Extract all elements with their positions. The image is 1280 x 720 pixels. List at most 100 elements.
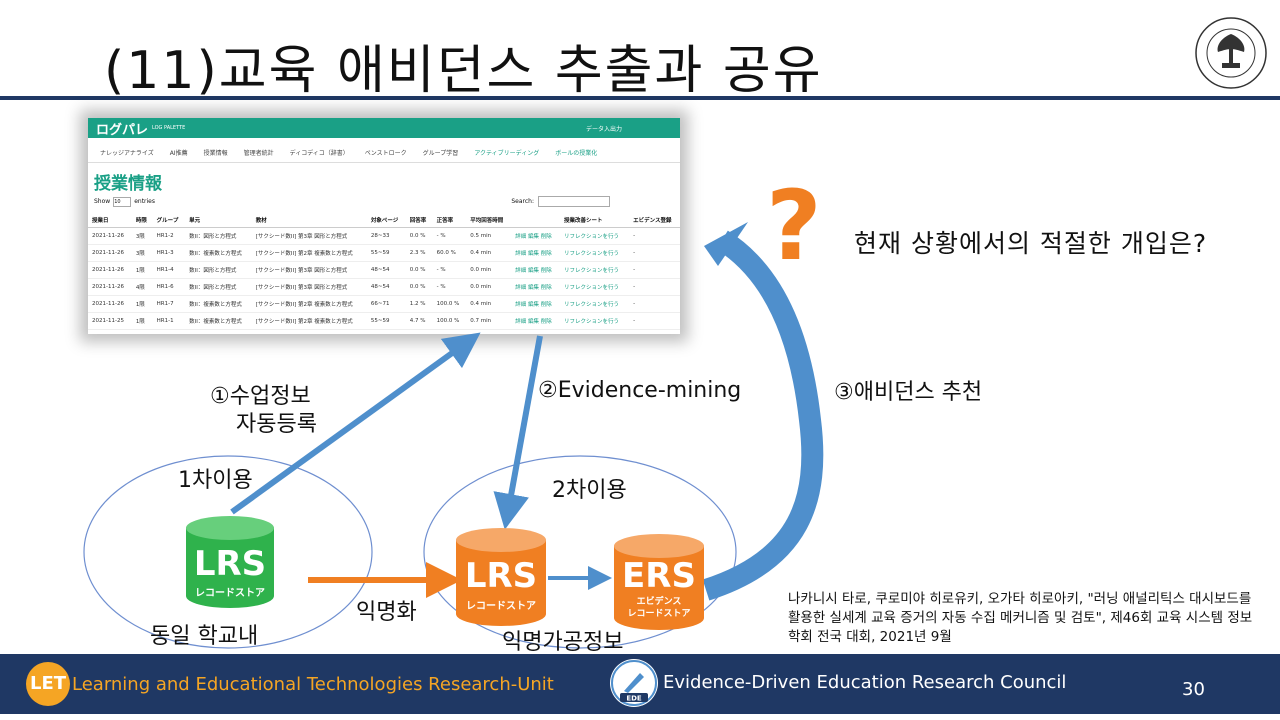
table-cell[interactable]: 詳細 編集 削除 [511,329,561,334]
table-cell[interactable]: リフレクションを行う [560,261,630,279]
logpalette-screenshot: ログパレ LOG PALETTE データ入出力 ナレッジアナライズ AI推薦 授… [88,118,680,334]
entries-select[interactable]: 10 [113,196,132,207]
table-cell: 0.0 min [466,261,512,279]
table-cell: 1限 [131,329,153,334]
tab-item[interactable]: ボールの授業化 [555,150,598,157]
tab-item[interactable]: ペンストローク [364,150,407,157]
app-logo-sub: LOG PALETTE [152,125,186,131]
ers-title: ERS [622,556,696,596]
table-cell: 1限 [131,295,153,313]
table-header-cell[interactable]: 授業改善シート [560,213,630,228]
anon-info-label: 익명가공정보 [502,630,624,655]
table-cell: 48~54 [366,278,406,296]
arrow-evidence-recommend-head [704,222,748,266]
lrs-secondary-sub: レコードストア [466,601,536,612]
table-cell[interactable]: リフレクションを行う [560,329,630,334]
table-header-cell[interactable]: 平均回答時間 [466,213,512,228]
table-header-cell[interactable]: 単元 [185,213,252,228]
table-cell: [サクシード数II] 第3章 図形と方程式 [251,227,367,245]
table-cell[interactable]: リフレクションを行う [560,278,630,296]
table-cell[interactable]: 詳細 編集 削除 [511,227,561,245]
page-number: 30 [1182,679,1205,700]
tab-item[interactable]: ナレッジアナライズ [100,150,154,157]
entries-label: entries [134,198,156,205]
table-header-cell[interactable] [511,213,561,228]
table-cell[interactable]: 詳細 編集 削除 [511,278,561,296]
table-header-cell[interactable]: エビデンス登録 [629,213,680,228]
lesson-table: 授業日時限グループ単元教材対象ページ回答率正答率平均回答時間 授業改善シートエビデ… [88,213,680,334]
table-cell[interactable]: 詳細 編集 削除 [511,295,561,313]
table-cell[interactable]: リフレクションを行う [560,312,630,330]
table-cell: - [629,295,680,313]
data-io-link[interactable]: データ入出力 [585,125,622,133]
table-cell: 数II：複素数と方程式 [185,329,252,334]
step1-label-line2: 자동등록 [236,412,317,437]
table-cell: 66~71 [366,329,406,334]
table-cell: 0.7 min [466,312,512,330]
table-cell: 2021-11-26 [88,227,132,245]
table-cell: 66~71 [366,295,406,313]
table-cell: 4.3 % [405,329,433,334]
table-cell: - % [432,261,467,279]
table-cell: [サクシード数II] 第2章 複素数と方程式 [251,312,367,330]
tab-item[interactable]: アクティブリーディング [474,150,540,157]
arrow-evidence-mining [493,335,543,530]
table-cell: 3限 [131,227,153,245]
table-cell: HR1-7 [152,295,186,313]
search-input[interactable] [538,196,610,207]
let-logo-text: LET [29,673,67,694]
table-header-cell[interactable]: 授業日 [88,213,132,228]
table-cell: 1.2 % [405,295,433,313]
table-cell: 数II：図形と方程式 [185,278,252,296]
table-cell: [サクシード数II] 第2章 複素数と方程式 [251,329,367,334]
table-header-cell[interactable]: グループ [152,213,186,228]
table-cell: - [629,312,680,330]
show-label: Show [94,198,111,205]
table-cell[interactable]: 詳細 編集 削除 [511,244,561,262]
tab-item[interactable]: 授業情報 [203,150,228,157]
table-cell: HR1-3 [152,244,186,262]
table-cell[interactable]: 詳細 編集 削除 [511,312,561,330]
table-cell: [サクシード数II] 第3章 図形と方程式 [251,278,367,296]
table-header-cell[interactable]: 時限 [131,213,153,228]
tab-item[interactable]: グループ学習 [422,150,459,157]
table-header-cell[interactable]: 対象ページ [366,213,406,228]
table-header-cell[interactable]: 教材 [251,213,367,228]
table-header-cell[interactable]: 正答率 [432,213,467,228]
table-cell: 2021-11-25 [88,312,132,330]
table-cell: 0.0 min [466,278,512,296]
table-cell: 数II：図形と方程式 [185,261,252,279]
lrs-primary-cylinder [186,516,274,608]
table-cell: 1限 [131,312,153,330]
table-cell[interactable]: リフレクションを行う [560,227,630,245]
table-cell: 2021-11-26 [88,261,132,279]
table-cell: 2021-11-25 [88,329,132,334]
table-cell: - [629,227,680,245]
table-controls: Show 10 entries Search: [88,194,680,209]
tab-item[interactable]: 管理者統計 [243,150,274,157]
table-cell[interactable]: リフレクションを行う [560,295,630,313]
table-cell[interactable]: リフレクションを行う [560,244,630,262]
table-cell: - [629,244,680,262]
tab-item[interactable]: ディコディコ（辞書） [289,150,349,157]
table-cell: 3限 [131,244,153,262]
page-heading: 授業情報 [94,174,162,194]
table-cell[interactable]: 詳細 編集 削除 [511,261,561,279]
table-cell: 2021-11-26 [88,244,132,262]
primary-use-label: 1차이용 [178,468,253,493]
ede-logo-icon: EDE [610,659,658,707]
table-cell: 数II：複素数と方程式 [185,244,252,262]
secondary-use-label: 2차이용 [552,478,627,503]
table-cell: 数II：複素数と方程式 [185,295,252,313]
tab-item[interactable]: AI推薦 [169,150,188,157]
table-cell: 100.0 % [432,295,467,313]
table-cell: - [629,329,680,334]
table-header-cell[interactable]: 回答率 [405,213,433,228]
secondary-use-ellipse [423,455,737,649]
